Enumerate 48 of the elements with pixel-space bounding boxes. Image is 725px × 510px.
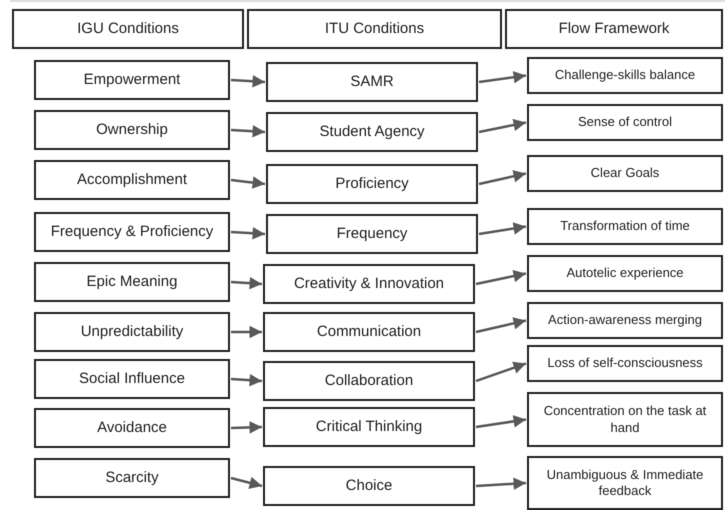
arrow	[230, 125, 266, 138]
process-box: Epic Meaning	[34, 262, 230, 302]
process-box: Frequency	[266, 214, 478, 254]
process-box: Concentration on the task at hand	[527, 392, 723, 447]
process-box: Collaboration	[263, 361, 475, 401]
process-box: Autotelic experience	[527, 255, 723, 292]
arrow	[476, 478, 526, 490]
process-box: Critical Thinking	[263, 407, 475, 447]
process-box: Sense of control	[527, 104, 723, 141]
arrow	[230, 227, 266, 240]
arrow	[230, 421, 262, 434]
process-box: Clear Goals	[527, 155, 723, 192]
process-box: Action-awareness merging	[527, 302, 723, 339]
column-header-box: Flow Framework	[505, 9, 723, 49]
arrow	[478, 170, 526, 186]
arrow	[230, 75, 266, 88]
arrow	[476, 270, 526, 286]
arrow	[230, 374, 262, 386]
process-box: Unambiguous & Immediate feedback	[527, 456, 723, 510]
process-box: Unpredictability	[34, 312, 230, 352]
process-box: Social Influence	[34, 359, 230, 399]
process-box: SAMR	[266, 62, 478, 102]
process-box: Empowerment	[34, 60, 230, 100]
arrow	[478, 222, 526, 236]
process-box: Ownership	[34, 110, 230, 150]
process-box: Challenge-skills balance	[527, 57, 723, 94]
process-box: Choice	[263, 466, 475, 506]
arrow	[478, 118, 526, 134]
process-box: Loss of self-consciousness	[527, 345, 723, 382]
process-box: Communication	[263, 312, 475, 352]
process-box: Frequency & Proficiency	[34, 212, 230, 252]
process-box: Creativity & Innovation	[263, 264, 475, 304]
arrow	[230, 176, 266, 189]
process-box: Transformation of time	[527, 208, 723, 245]
process-box: Avoidance	[34, 408, 230, 448]
process-box: Accomplishment	[34, 160, 230, 200]
column-header-box: ITU Conditions	[247, 9, 502, 49]
arrow	[476, 362, 526, 382]
arrow	[476, 317, 526, 334]
arrow	[231, 326, 262, 338]
process-box: Student Agency	[266, 112, 478, 152]
arrow	[478, 71, 526, 84]
arrow	[476, 415, 526, 428]
arrow	[230, 276, 262, 290]
column-header-box: IGU Conditions	[12, 9, 244, 49]
process-box: Scarcity	[34, 458, 230, 498]
process-box: Proficiency	[266, 164, 478, 204]
arrow	[230, 476, 262, 489]
